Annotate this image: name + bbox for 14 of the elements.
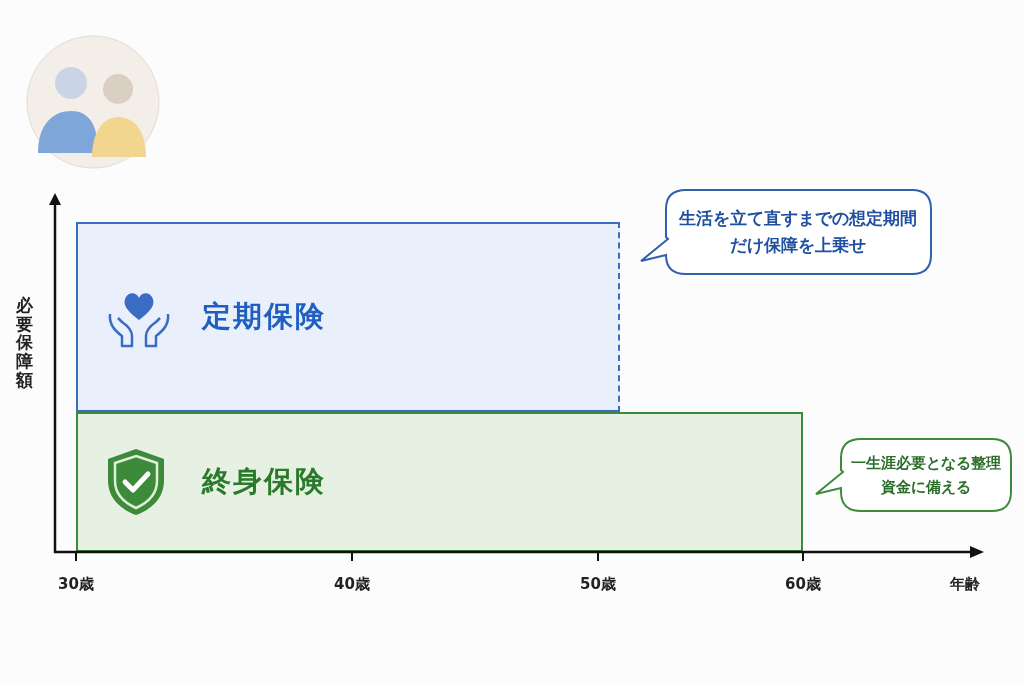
bubble-text: 生活を立て直すまでの想定期間だけ保障を上乗せ	[678, 206, 918, 257]
speech-bubble	[815, 438, 1012, 512]
tick-label: 60歳	[785, 575, 821, 594]
coverage-band	[76, 222, 620, 412]
speech-bubble	[640, 189, 932, 275]
tick-label: 30歳	[58, 575, 94, 594]
axis-label: 必要保障額	[16, 296, 33, 390]
coverage-band	[76, 412, 803, 552]
bubble-text: 一生涯必要となる整理資金に備える	[849, 453, 1002, 498]
axis-label: 年齢	[950, 575, 980, 594]
band-title: 終身保険	[202, 463, 326, 500]
tick-label: 50歳	[580, 575, 616, 594]
band-title: 定期保険	[202, 298, 326, 335]
tick-label: 40歳	[334, 575, 370, 594]
